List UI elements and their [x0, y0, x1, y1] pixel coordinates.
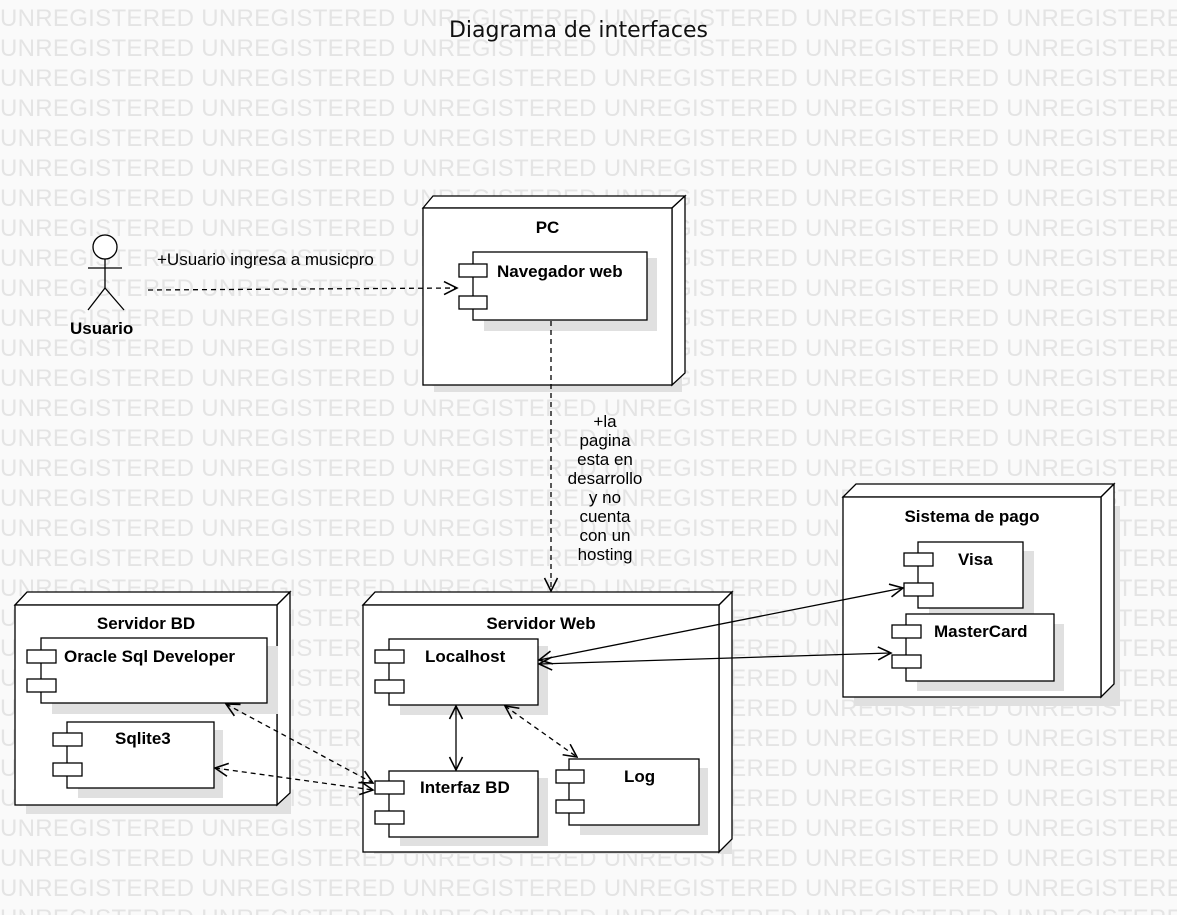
component-oracle-sql-developer[interactable]: [26, 637, 278, 714]
component-label-localhost: Localhost: [425, 647, 506, 666]
edge-localhost-mastercard[interactable]: [539, 653, 891, 664]
component-label-mastercard: MasterCard: [934, 622, 1028, 641]
component-label-interfaz-bd: Interfaz BD: [420, 778, 510, 797]
actor-stick-figure[interactable]: [87, 234, 125, 311]
edge-user-to-browser[interactable]: [147, 288, 457, 290]
component-label-navegador-web: Navegador web: [497, 262, 623, 281]
node-title-servidor-bd: Servidor BD: [96, 614, 196, 633]
component-label-log: Log: [624, 767, 656, 786]
diagram-title: Diagrama de interfaces: [448, 18, 708, 43]
component-label-sqlite3: Sqlite3: [115, 729, 171, 748]
edge-localhost-log[interactable]: [505, 706, 577, 757]
edge-label-user-browser: +Usuario ingresa a musicpro: [157, 250, 374, 269]
component-localhost[interactable]: [374, 638, 548, 715]
component-interfaz-bd[interactable]: [374, 770, 548, 846]
component-log[interactable]: [555, 758, 708, 835]
component-label-oracle: Oracle Sql Developer: [64, 647, 236, 666]
actor-label: Usuario: [70, 319, 134, 338]
node-title-sistema-de-pago: Sistema de pago: [904, 507, 1040, 526]
node-title-servidor-web: Servidor Web: [486, 614, 596, 633]
node-title-pc: PC: [535, 218, 560, 237]
component-visa[interactable]: [903, 541, 1034, 618]
component-sqlite3[interactable]: [52, 721, 223, 798]
edge-label-pc-servidor-web: +la pagina esta en desarrollo y no cuent…: [567, 412, 643, 564]
component-mastercard[interactable]: [891, 613, 1064, 691]
component-label-visa: Visa: [958, 550, 993, 569]
component-navegador-web[interactable]: [458, 251, 657, 331]
